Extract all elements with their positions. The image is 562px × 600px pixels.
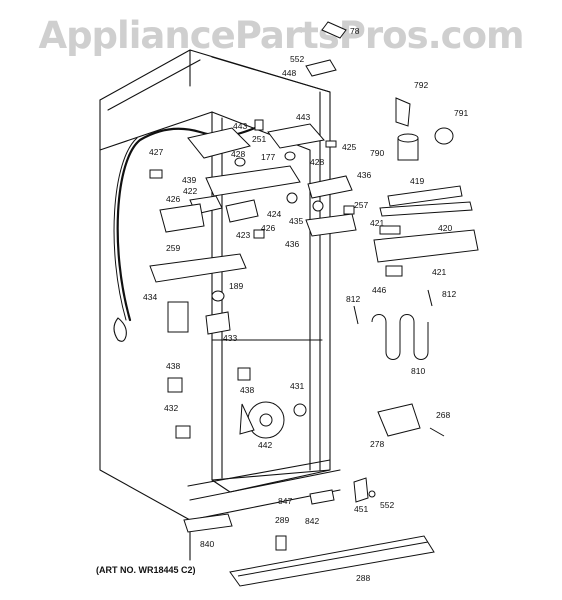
part-label: 428	[231, 149, 245, 159]
part-label: 446	[372, 285, 386, 295]
part-label: 840	[200, 539, 214, 549]
part-label: 425	[342, 142, 356, 152]
watermark: AppliancePartsPros.com	[38, 14, 524, 57]
part-label: 177	[261, 152, 275, 162]
part-288	[229, 535, 435, 587]
part-label: 419	[410, 176, 424, 186]
part-label: 257	[354, 200, 368, 210]
part-label: 288	[356, 573, 370, 583]
part-label: 278	[370, 439, 384, 449]
part-label: 552	[290, 54, 304, 64]
part-259	[149, 253, 247, 283]
part-278	[377, 403, 421, 437]
part-label: 428	[310, 157, 324, 167]
part-434	[167, 301, 189, 333]
part-label: 448	[282, 68, 296, 78]
part-label: 436	[285, 239, 299, 249]
part-label: 438	[166, 361, 180, 371]
part-label: 443	[233, 121, 247, 131]
part-810	[371, 314, 429, 360]
part-label: 289	[275, 515, 289, 525]
part-label: 189	[229, 281, 243, 291]
part-label: 421	[432, 267, 446, 277]
part-label: 812	[346, 294, 360, 304]
part-labels: 78 552 448 792 791 443 251 443 427 428 1…	[143, 26, 468, 583]
part-label: 812	[442, 289, 456, 299]
part-label: 431	[290, 381, 304, 391]
part-label: 268	[436, 410, 450, 420]
part-label: 78	[350, 26, 360, 36]
part-label: 810	[411, 366, 425, 376]
cabinet-outline	[99, 99, 191, 561]
part-443-right	[267, 123, 325, 149]
part-label: 847	[278, 496, 292, 506]
part-label: 427	[149, 147, 163, 157]
part-label: 792	[414, 80, 428, 90]
part-label: 791	[454, 108, 468, 118]
part-label: 438	[240, 385, 254, 395]
part-label: 422	[183, 186, 197, 196]
part-443-left	[187, 127, 251, 159]
part-label: 426	[261, 223, 275, 233]
part-label: 842	[305, 516, 319, 526]
part-label: 424	[267, 209, 281, 219]
part-label: 439	[182, 175, 196, 185]
part-label: 443	[296, 112, 310, 122]
part-label: 433	[223, 333, 237, 343]
part-label: 426	[166, 194, 180, 204]
part-label: 442	[258, 440, 272, 450]
part-label: 420	[438, 223, 452, 233]
part-label: 790	[370, 148, 384, 158]
art-number: (ART NO. WR18445 C2)	[96, 565, 196, 575]
part-label: 552	[380, 500, 394, 510]
part-label: 436	[357, 170, 371, 180]
part-label: 434	[143, 292, 157, 302]
part-label: 451	[354, 504, 368, 514]
part-label: 421	[370, 218, 384, 228]
part-label: 259	[166, 243, 180, 253]
part-421	[373, 229, 479, 263]
side-vent	[113, 317, 127, 342]
part-label: 435	[289, 216, 303, 226]
part-label: 432	[164, 403, 178, 413]
part-439	[205, 165, 301, 197]
part-label: 423	[236, 230, 250, 240]
part-label: 251	[252, 134, 266, 144]
